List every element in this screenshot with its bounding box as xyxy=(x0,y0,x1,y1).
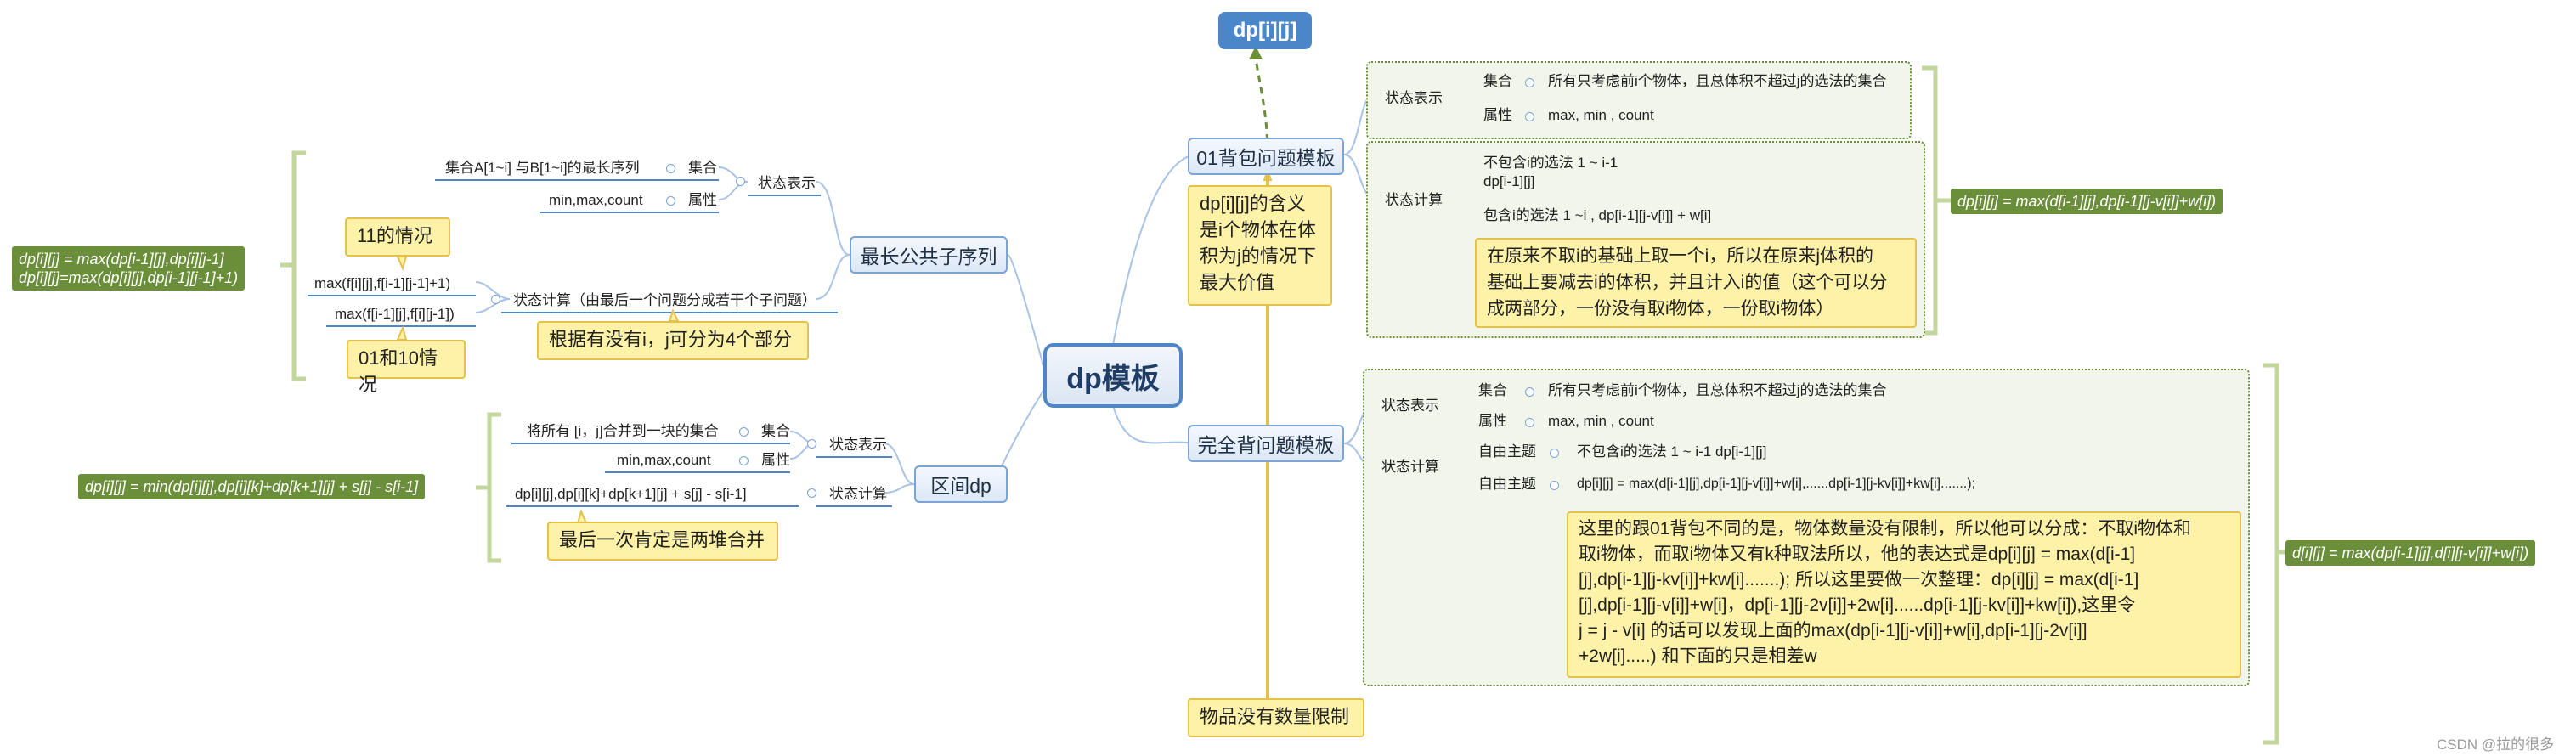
interval-set-label[interactable]: 集合 xyxy=(761,423,790,439)
interval-state-calc-label[interactable]: 状态计算 xyxy=(829,486,887,502)
expand-dot[interactable] xyxy=(666,164,675,173)
complete-set-label[interactable]: 集合 xyxy=(1478,382,1507,398)
dp-ij-node[interactable]: dp[i][j] xyxy=(1218,12,1312,49)
expand-dot[interactable] xyxy=(739,456,749,465)
topic-knapsack01[interactable]: 01背包问题模板 xyxy=(1188,138,1344,175)
interval-calc-text[interactable]: dp[i][j],dp[i][k]+dp[k+1][j] + s[j] - s[… xyxy=(515,486,747,502)
knapsack01-take[interactable]: 包含i的选法 1 ~i , dp[i-1][j-v[i]] + w[i] xyxy=(1483,207,1712,223)
central-topic[interactable]: dp模板 xyxy=(1043,343,1183,408)
expand-dot[interactable] xyxy=(1525,78,1534,87)
expand-dot[interactable] xyxy=(1525,418,1534,427)
knapsack01-calc-note: 在原来不取i的基础上取一个i，所以在原来j体积的基础上要减去i的体积，并且计入i… xyxy=(1475,238,1917,328)
lcs-set-label[interactable]: 集合 xyxy=(688,160,717,176)
topic-complete-knapsack[interactable]: 完全背问题模板 xyxy=(1188,425,1344,462)
complete-attr-label[interactable]: 属性 xyxy=(1478,413,1507,429)
complete-topic1-text[interactable]: 不包含i的选法 1 ~ i-1 dp[i-1][j] xyxy=(1577,443,1767,460)
complete-formula: d[i][j] = max(dp[i-1][j],d[i][j-v[i]]+w[… xyxy=(2285,540,2536,566)
lcs-note-11: 11的情况 xyxy=(345,217,450,257)
watermark: CSDN @拉的很多 xyxy=(2437,736,2555,753)
knapsack01-state-calc-label[interactable]: 状态计算 xyxy=(1385,192,1443,208)
lcs-set-text[interactable]: 集合A[1~i] 与B[1~i]的最长序列 xyxy=(445,160,640,176)
expand-dot[interactable] xyxy=(1525,387,1534,397)
knapsack01-attr-text[interactable]: max, min , count xyxy=(1548,107,1654,123)
topic-lcs[interactable]: 最长公共子序列 xyxy=(850,236,1008,274)
complete-topic2-label[interactable]: 自由主题 xyxy=(1478,476,1536,492)
interval-state-repr-label[interactable]: 状态表示 xyxy=(829,437,887,453)
knapsack01-not-take-line1[interactable]: 不包含i的选法 1 ~ i-1 xyxy=(1483,155,1618,171)
expand-dot[interactable] xyxy=(666,196,675,206)
complete-state-repr-label[interactable]: 状态表示 xyxy=(1381,398,1439,414)
expand-dot[interactable] xyxy=(736,177,745,186)
interval-attr-label[interactable]: 属性 xyxy=(761,452,790,468)
knapsack01-meaning-note: dp[i][j]的含义是i个物体在体 积为j的情况下最大价值 xyxy=(1188,185,1332,306)
lcs-note-01: 01和10情况 xyxy=(347,340,466,395)
lcs-state-repr-label[interactable]: 状态表示 xyxy=(758,175,816,191)
interval-note: 最后一次肯定是两堆合并 xyxy=(547,522,778,561)
expand-dot[interactable] xyxy=(491,295,500,304)
lcs-formula: dp[i][j] = max(dp[i-1][j],dp[i][j-1]dp[i… xyxy=(12,246,246,291)
lcs-attr-label[interactable]: 属性 xyxy=(688,192,717,208)
complete-topic1-label[interactable]: 自由主题 xyxy=(1478,443,1536,460)
lcs-state-calc-label[interactable]: 状态计算（由最后一个问题分成若干个子问题） xyxy=(513,292,816,308)
topic-interval-dp[interactable]: 区间dp xyxy=(914,465,1008,503)
interval-attr-text[interactable]: min,max,count xyxy=(617,452,711,468)
expand-dot[interactable] xyxy=(739,427,749,437)
expand-dot[interactable] xyxy=(1550,449,1559,458)
complete-state-calc-label[interactable]: 状态计算 xyxy=(1381,459,1439,475)
knapsack01-set-label[interactable]: 集合 xyxy=(1483,73,1512,89)
expand-dot[interactable] xyxy=(1525,112,1534,121)
knapsack01-set-text[interactable]: 所有只考虑前i个物体，且总体积不超过j的选法的集合 xyxy=(1548,73,1887,89)
knapsack01-not-take-line2[interactable]: dp[i-1][j] xyxy=(1483,173,1535,189)
interval-set-text[interactable]: 将所有 [i，j]合并到一块的集合 xyxy=(527,423,719,439)
complete-explain-note: 这里的跟01背包不同的是，物体数量没有限制，所以他可以分成：不取i物体和取i物体… xyxy=(1567,511,2241,678)
lcs-attr-text[interactable]: min,max,count xyxy=(549,192,643,208)
expand-dot[interactable] xyxy=(807,488,816,498)
expand-dot[interactable] xyxy=(807,439,816,449)
knapsack01-state-repr-label[interactable]: 状态表示 xyxy=(1385,90,1443,106)
knapsack01-attr-label[interactable]: 属性 xyxy=(1483,107,1512,123)
lcs-calc-item2[interactable]: max(f[i-1][j],f[i][j-1]) xyxy=(335,306,455,322)
expand-dot[interactable] xyxy=(1550,481,1559,490)
complete-topic2-text[interactable]: dp[i][j] = max(d[i-1][j],dp[i-1][j-v[i]]… xyxy=(1577,477,1976,491)
lcs-note-split: 根据有没有i，j可分为4个部分 xyxy=(537,321,809,360)
complete-bottom-note: 物品没有数量限制 xyxy=(1188,698,1364,737)
lcs-calc-item1[interactable]: max(f[i][j],f[i-1][j-1]+1) xyxy=(314,275,451,291)
knapsack01-formula: dp[i][j] = max(d[i-1][j],dp[i-1][j-v[i]]… xyxy=(1951,189,2223,214)
complete-set-text[interactable]: 所有只考虑前i个物体，且总体积不超过j的选法的集合 xyxy=(1548,382,1887,398)
knapsack01-state-repr-box xyxy=(1366,61,1912,139)
complete-attr-text[interactable]: max, min , count xyxy=(1548,413,1654,429)
interval-formula: dp[i][j] = min(dp[i][j],dp[i][k]+dp[k+1]… xyxy=(78,474,426,499)
